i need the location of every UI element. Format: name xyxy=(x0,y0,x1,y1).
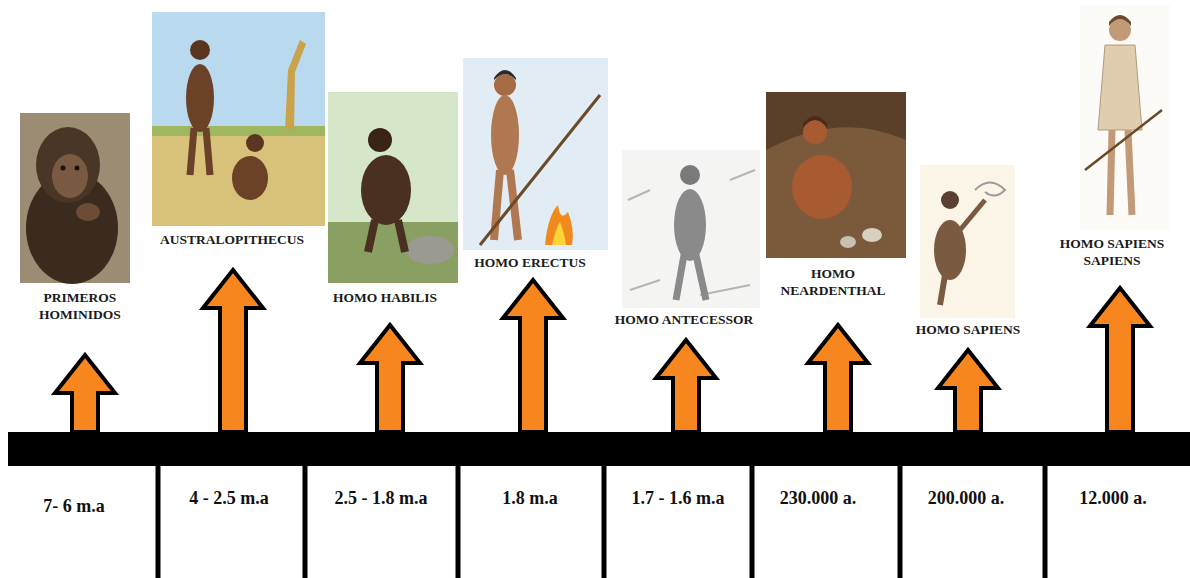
cell-divider xyxy=(898,464,903,578)
species-name: HOMO SAPIENS SAPIENS xyxy=(1040,236,1185,270)
figure-leg xyxy=(940,275,945,305)
cell-divider xyxy=(1043,464,1048,578)
cell-divider xyxy=(156,464,161,578)
stone-shape xyxy=(862,228,882,242)
timeline-arrow xyxy=(656,340,716,432)
hominid-picture xyxy=(1080,5,1170,230)
hominid-picture xyxy=(766,92,906,258)
figure-head xyxy=(941,191,959,209)
figure-head xyxy=(494,74,516,96)
picture-ground xyxy=(20,113,130,283)
timeline-arrow xyxy=(203,270,263,432)
figure-eye xyxy=(75,166,80,171)
date-label: 12.000 a. xyxy=(1046,488,1180,510)
cave-roof xyxy=(766,92,906,150)
picture-ground xyxy=(328,222,458,283)
rock-shape xyxy=(406,236,454,264)
date-label: 230.000 a. xyxy=(750,488,886,510)
species-name: HOMO NEARDENTHAL xyxy=(778,266,888,300)
sketch-lines xyxy=(628,170,755,295)
date-label: 7- 6 m.a xyxy=(6,496,142,518)
species-name: HOMO SAPIENS xyxy=(898,322,1038,339)
fire-shape xyxy=(545,205,573,245)
figure-leg xyxy=(1110,130,1112,215)
species-name: AUSTRALOPITHECUS xyxy=(137,232,327,249)
cell-divider xyxy=(456,464,461,578)
figure-leg xyxy=(676,255,684,300)
hominid-picture xyxy=(328,92,458,283)
figure-body xyxy=(792,155,852,219)
date-label: 1.8 m.a xyxy=(462,488,598,510)
picture-sky xyxy=(328,92,458,283)
fire-core xyxy=(552,222,566,245)
hominid-picture xyxy=(20,113,130,284)
figure-leg xyxy=(190,128,194,175)
picture-ground xyxy=(152,132,325,226)
cave-drawing xyxy=(975,183,1005,196)
spear-line xyxy=(1085,110,1162,170)
date-label: 200.000 a. xyxy=(898,488,1034,510)
giraffe-shape xyxy=(285,40,306,130)
species-name: HOMO ERECTUS xyxy=(460,255,600,272)
picture-grass xyxy=(152,126,325,136)
figure-head xyxy=(368,128,392,152)
figure-leg xyxy=(398,220,405,252)
hominid-picture xyxy=(920,165,1015,318)
picture-ground xyxy=(622,150,760,308)
date-label: 4 - 2.5 m.a xyxy=(161,488,297,510)
species-name: HOMO HABILIS xyxy=(315,290,455,307)
timeline-arrow xyxy=(360,325,420,432)
spear-line xyxy=(480,95,600,245)
figure-body xyxy=(361,155,411,225)
picture-sky xyxy=(463,58,608,250)
hominid-picture xyxy=(152,12,325,226)
figure-hand xyxy=(76,203,100,221)
timeline-arrow xyxy=(938,350,998,432)
figure-hair xyxy=(803,116,827,128)
arrow-group xyxy=(55,270,1150,432)
date-label: 2.5 - 1.8 m.a xyxy=(311,488,451,510)
figure-leg xyxy=(368,220,375,252)
species-name: HOMO ANTECESSOR xyxy=(604,312,764,329)
stone-shape xyxy=(840,236,856,248)
figure-leg xyxy=(1128,130,1132,215)
figure-hair xyxy=(494,70,516,80)
figure-head xyxy=(246,134,264,152)
timeline-arrow xyxy=(808,325,868,432)
cell-divider xyxy=(303,464,308,578)
cell-divider xyxy=(750,464,755,578)
figure-tunic xyxy=(1098,45,1142,130)
divider-group xyxy=(158,464,1045,578)
picture-cave xyxy=(766,92,906,258)
picture-sky xyxy=(152,12,325,132)
timeline-arrow xyxy=(55,355,115,432)
figure-face xyxy=(52,154,88,198)
hominid-picture xyxy=(463,58,608,250)
figure-leg xyxy=(494,170,500,240)
figure-body xyxy=(674,189,706,261)
figure-body xyxy=(232,156,268,200)
picture-ground xyxy=(920,165,1015,318)
date-label: 1.7 - 1.6 m.a xyxy=(608,488,748,510)
figure-head xyxy=(680,165,700,185)
timeline-arrow xyxy=(503,280,563,432)
figure-head xyxy=(36,127,100,203)
figure-arm xyxy=(960,200,985,230)
species-name: PRIMEROS HOMINIDOS xyxy=(25,290,135,324)
figure-body xyxy=(491,95,519,175)
figure-hair xyxy=(1109,15,1131,26)
hominid-picture xyxy=(622,150,760,308)
figure-leg xyxy=(696,255,706,300)
figure-body xyxy=(186,64,214,132)
figure-leg xyxy=(206,128,210,175)
figure-head xyxy=(190,40,210,60)
figure-eye xyxy=(61,166,66,171)
timeline-bar xyxy=(8,432,1190,466)
timeline-arrow xyxy=(1090,288,1150,432)
cell-divider xyxy=(602,464,607,578)
picture-ground xyxy=(1080,5,1170,230)
